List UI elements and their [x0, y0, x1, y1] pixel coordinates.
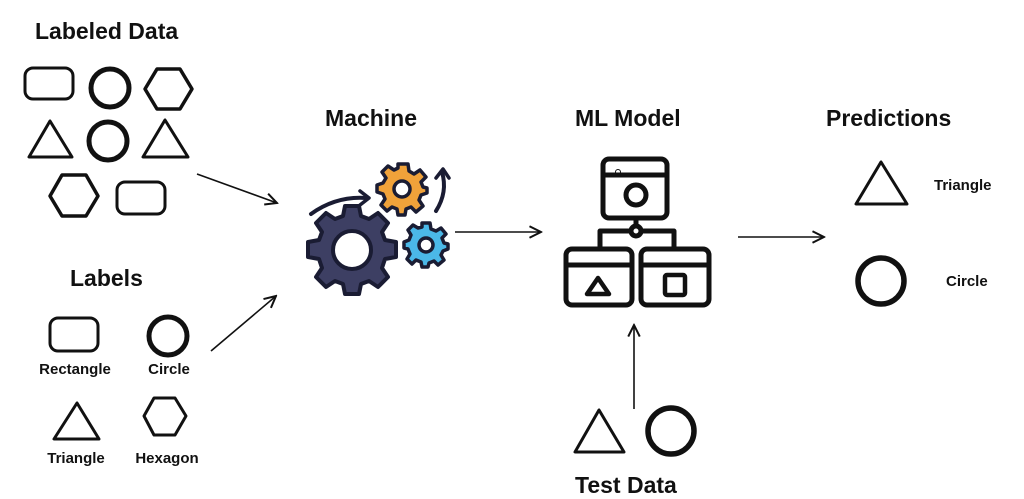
- label-hexagon: Hexagon: [135, 450, 199, 467]
- label-triangle: Triangle: [47, 450, 105, 467]
- model-hierarchy-icon: [563, 156, 712, 308]
- rotation-arrow-head-icon: [358, 189, 371, 207]
- rotation-arrow-icon: [434, 170, 446, 213]
- labels-shapes: [48, 314, 190, 441]
- prediction-label-triangle: Triangle: [934, 177, 992, 194]
- large-gear-icon: [306, 204, 398, 296]
- blue-gear-icon: [402, 221, 450, 269]
- hexagon-shape: [143, 67, 194, 111]
- orange-gear-icon: [375, 162, 429, 217]
- rotation-arrow-head-icon: [434, 167, 451, 180]
- circle-shape: [88, 66, 132, 110]
- triangle-shape: [854, 160, 909, 206]
- prediction-label-circle: Circle: [946, 273, 988, 290]
- arrows: [196, 173, 824, 409]
- arrow-labeled-data-to-machine: [196, 173, 277, 203]
- triangle-shape: [141, 118, 190, 159]
- predictions-shapes: [854, 160, 909, 307]
- test-data-title: Test Data: [575, 472, 677, 498]
- circle-shape: [146, 314, 190, 358]
- rotation-arrow-icon: [309, 195, 368, 216]
- predictions-title: Predictions: [826, 105, 952, 131]
- labeled-data-title: Labeled Data: [35, 18, 179, 44]
- rectangle-shape: [48, 316, 100, 353]
- circle-shape: [855, 255, 907, 307]
- label-rectangle: Rectangle: [39, 361, 111, 378]
- hexagon-shape: [48, 173, 100, 218]
- test-data-shapes: [573, 405, 697, 457]
- rectangle-shape: [115, 180, 167, 216]
- rectangle-shape: [23, 66, 75, 101]
- arrow-labels-to-machine: [210, 296, 276, 352]
- triangle-shape: [52, 401, 101, 441]
- machine-title: Machine: [325, 105, 418, 131]
- label-circle: Circle: [148, 361, 190, 378]
- gears-icon: [306, 162, 451, 296]
- hexagon-shape: [142, 396, 188, 437]
- triangle-shape: [573, 408, 626, 454]
- triangle-shape: [27, 119, 74, 159]
- circle-shape: [86, 119, 130, 163]
- labels-title: Labels: [70, 265, 143, 291]
- labeled-data-shapes: [23, 66, 194, 218]
- ml-model-title: ML Model: [575, 105, 681, 131]
- circle-shape: [645, 405, 697, 457]
